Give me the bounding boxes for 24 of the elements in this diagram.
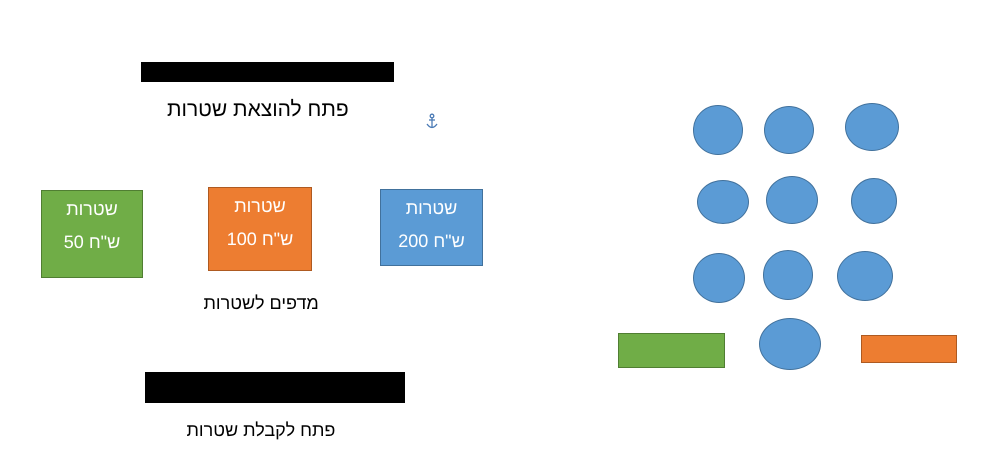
price-text: שטרות	[406, 198, 458, 219]
coin-circle	[693, 105, 743, 155]
note-rect	[618, 333, 725, 368]
price-text: ש"ח 200	[398, 231, 465, 252]
price-box	[380, 189, 483, 266]
shelf-caption: מדפים לשטרות	[204, 292, 319, 314]
coin-circle	[693, 253, 745, 303]
coin-circle	[763, 250, 813, 300]
coin-circle	[766, 176, 818, 224]
slot-bar	[141, 62, 394, 82]
coin-circle	[697, 180, 749, 224]
coin-circle	[845, 103, 899, 151]
price-box	[208, 187, 312, 271]
price-text: ש"ח 50	[64, 232, 120, 253]
coin-circle	[851, 178, 897, 224]
coin-circle	[764, 106, 814, 154]
price-text: שטרות	[66, 199, 118, 220]
slot-caption: פתח להוצאת שטרות	[167, 98, 349, 122]
slot-bar	[145, 372, 405, 403]
price-box	[41, 190, 143, 278]
note-rect	[861, 335, 957, 363]
price-text: ש"ח 100	[226, 229, 294, 250]
price-text: שטרות	[234, 196, 286, 217]
slot-caption: פתח לקבלת שטרות	[186, 420, 336, 440]
